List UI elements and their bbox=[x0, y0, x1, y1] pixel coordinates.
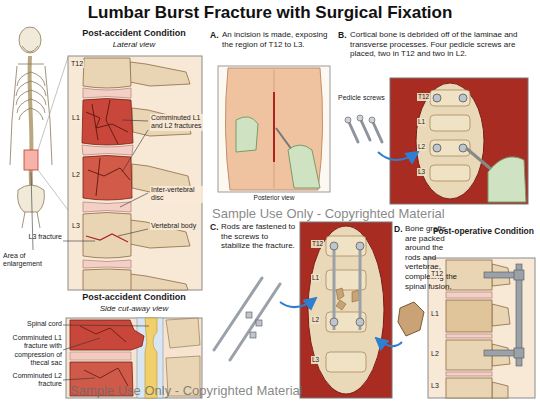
callout-label: Area of enlargement bbox=[3, 252, 61, 269]
vertebra-level: L1 bbox=[71, 114, 81, 122]
step-cd-panel: C.Rods are fastened to the screws to sta… bbox=[208, 222, 466, 398]
view-label: Posterior view bbox=[244, 194, 304, 202]
step-b-panel: B.Cortical bone is debrided off of the l… bbox=[338, 30, 534, 204]
callout-label: Comminuted L1 fracture with compression … bbox=[4, 334, 62, 368]
panel-subheading: Side cut-away view bbox=[66, 304, 202, 314]
step-letter: C. bbox=[210, 222, 221, 232]
vertebra-level: L2 bbox=[430, 350, 440, 358]
postop-panel: Post-operative Condition bbox=[428, 226, 536, 398]
vertebra-level: L3 bbox=[417, 168, 426, 176]
panel-heading: Post-accident Condition bbox=[66, 292, 202, 303]
vertebra-level: T12 bbox=[311, 240, 324, 248]
skeleton bbox=[10, 27, 52, 228]
vertebra-level: L1 bbox=[430, 310, 440, 318]
panel-heading: Post-operative Condition bbox=[428, 226, 534, 236]
watermark: Sample Use Only - Copyrighted Material bbox=[212, 206, 445, 222]
vertebra-level: L1 bbox=[417, 118, 426, 126]
step-text: Cortical bone is debrided off of the lam… bbox=[350, 30, 532, 59]
vertebra-level: L3 bbox=[71, 222, 81, 230]
step-text: Rods are fastened to the screws to stabi… bbox=[221, 222, 299, 251]
vertebra-level: L2 bbox=[311, 316, 320, 324]
callout-label: Inter-vertebral disc bbox=[150, 186, 203, 203]
vertebra-level: T12 bbox=[430, 270, 444, 278]
panel-heading: Post-accident Condition bbox=[66, 28, 202, 39]
step-letter: A. bbox=[210, 30, 221, 40]
step-letter: D. bbox=[394, 224, 405, 234]
vertebra-level: L3 bbox=[311, 356, 320, 364]
vertebra-level: L3 bbox=[430, 382, 440, 390]
step-text: An incision is made, exposing the region… bbox=[222, 30, 330, 49]
vertebra-level: T12 bbox=[417, 93, 430, 101]
vertebra-level: L2 bbox=[417, 143, 426, 151]
vertebra-level: T12 bbox=[70, 60, 84, 68]
callout-label: L3 fracture bbox=[16, 233, 62, 241]
diagram-title: Lumbar Burst Fracture with Surgical Fixa… bbox=[0, 3, 540, 23]
callout-label: Pedicle screws bbox=[338, 94, 386, 102]
panel-subheading: Lateral view bbox=[66, 40, 202, 50]
callout-label: Vertebral body bbox=[150, 222, 197, 230]
step-letter: B. bbox=[338, 30, 349, 40]
vertebra-level: L1 bbox=[311, 274, 320, 282]
step-a-panel: A.An incision is made, exposing the regi… bbox=[210, 30, 332, 194]
callout-label: Spinal cord bbox=[8, 320, 62, 328]
lateral-panel: Post-accident ConditionLateral view bbox=[66, 28, 202, 290]
cutaway-panel: Post-accident ConditionSide cut-away vie… bbox=[66, 292, 202, 398]
callout-label: Comminuted L2 fracture bbox=[4, 372, 62, 389]
vertebra-level: L2 bbox=[71, 171, 81, 179]
callout-label: Comminuted L1 and L2 fractures bbox=[150, 114, 203, 131]
watermark: Sample Use Only - Copyrighted Material bbox=[70, 383, 303, 399]
